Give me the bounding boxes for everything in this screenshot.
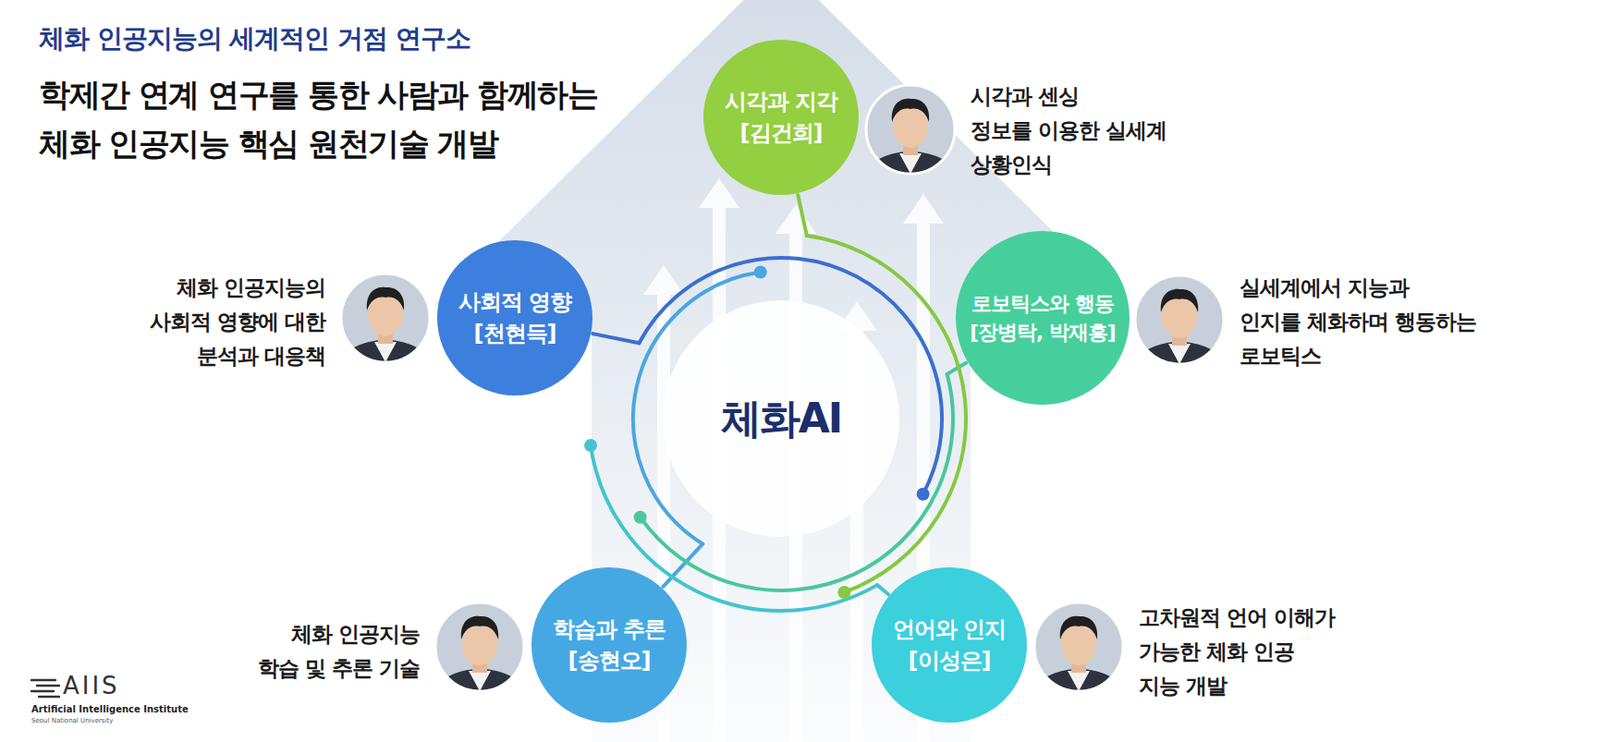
text-line: 로보틱스: [1239, 339, 1477, 374]
circle-shape: [955, 231, 1130, 405]
topic-name: 언어와 인지: [892, 613, 1006, 646]
ring-dot: [916, 488, 930, 501]
ring-arc: [640, 374, 953, 591]
topic-description: 체화 인공지능 학습 및 추론 기술: [257, 617, 420, 686]
researcher-names: [장병탁, 박재흥]: [969, 317, 1115, 347]
ring-link: [797, 195, 807, 236]
researcher-photo: [862, 83, 959, 211]
circle-content: 로보틱스와 행동[장병탁, 박재흥]: [955, 231, 1130, 405]
text-line: 체화 인공지능: [257, 617, 420, 652]
researcher-names: [송현오]: [568, 645, 651, 677]
text-line: 학습 및 추론 기술: [257, 651, 420, 686]
main-title: 학제간 연계 연구를 통한 사람과 함께하는 체화 인공지능 핵심 원천기술 개…: [38, 70, 598, 169]
text-line: 체화 인공지능의: [149, 270, 326, 306]
ring-dot: [754, 266, 768, 280]
topic-circle: 사회적 영향[천현득]: [437, 240, 593, 396]
topic-name: 학습과 추론: [552, 613, 666, 646]
researcher-photo: [1030, 600, 1127, 729]
circle-content: 언어와 인지[이성은]: [871, 567, 1027, 723]
ring-dot: [634, 511, 648, 525]
logo-caption: Seoul National University: [31, 717, 113, 726]
researcher-names: [이성은]: [908, 645, 991, 677]
topic-name: 시각과 지각: [724, 85, 838, 118]
topic-name: 사회적 영향: [458, 286, 572, 318]
text-line: 학제간 연계 연구를 통한 사람과 함께하는: [38, 70, 598, 120]
text-line: 체화 인공지능 핵심 원천기술 개발: [38, 119, 598, 169]
text-line: 상황인식: [970, 147, 1167, 183]
circle-shape: [437, 240, 593, 396]
text-line: 지능 개발: [1138, 669, 1335, 704]
researcher-photo: [431, 600, 528, 729]
circle-fill: [531, 567, 687, 723]
topic-description: 실세계에서 지능과 인지를 체화하며 행동하는 로보틱스: [1239, 270, 1477, 374]
text-line: 가능한 체화 인공: [1138, 635, 1335, 670]
topic-description: 체화 인공지능의 사회적 영향에 대한 분석과 대응책: [149, 270, 326, 374]
text-line: 시각과 센싱: [970, 79, 1167, 114]
topic-name: 로보틱스와 행동: [971, 289, 1114, 318]
circle-shape: [871, 567, 1027, 723]
circle-content: 시각과 지각[김건희]: [703, 39, 859, 196]
circle-shape: [531, 567, 687, 723]
ring-dot: [837, 586, 851, 599]
researcher-photo: [337, 271, 434, 400]
ring-link: [877, 585, 889, 595]
researcher-photo: [1131, 273, 1228, 402]
text-line: 사회적 영향에 대한: [149, 305, 326, 340]
circle-shape: [703, 39, 859, 196]
circle-fill: [871, 567, 1027, 723]
text-line: 분석과 대응책: [149, 339, 326, 374]
topic-circle: 시각과 지각[김건희]: [703, 39, 859, 196]
circle-fill: [955, 231, 1130, 405]
logo-text: AIIS: [62, 671, 121, 700]
center-glow: [662, 300, 900, 538]
ring-dot: [584, 439, 598, 452]
topic-circle: 로보틱스와 행동[장병탁, 박재흥]: [955, 231, 1130, 405]
researcher-names: [천현득]: [474, 317, 557, 350]
topic-circle: 언어와 인지[이성은]: [871, 567, 1027, 723]
circle-fill: [437, 240, 593, 396]
ring-arc: [638, 257, 942, 495]
ring-link: [592, 333, 639, 343]
circle-content: 학습과 추론[송현오]: [531, 567, 687, 723]
text-line: 인지를 체화하며 행동하는: [1239, 305, 1477, 340]
text-line: 정보를 이용한 실세계: [970, 113, 1167, 148]
circle-content: 사회적 영향[천현득]: [437, 240, 593, 396]
logo-mark: [31, 680, 60, 697]
circle-fill: [703, 39, 859, 196]
text-line: 실세계에서 지능과: [1239, 270, 1477, 306]
text-line: 고차원적 언어 이해가: [1138, 600, 1335, 636]
topic-description: 시각과 센싱 정보를 이용한 실세계 상황인식: [970, 79, 1167, 183]
subtitle: 체화 인공지능의 세계적인 거점 연구소: [38, 22, 471, 56]
researcher-names: [김건희]: [740, 117, 823, 149]
topic-description: 고차원적 언어 이해가 가능한 체화 인공 지능 개발: [1138, 600, 1335, 704]
topic-circle: 학습과 추론[송현오]: [531, 567, 687, 723]
logo-caption: Artificial Intelligence Institute: [31, 704, 189, 716]
center-label: 체화AI: [720, 394, 842, 443]
